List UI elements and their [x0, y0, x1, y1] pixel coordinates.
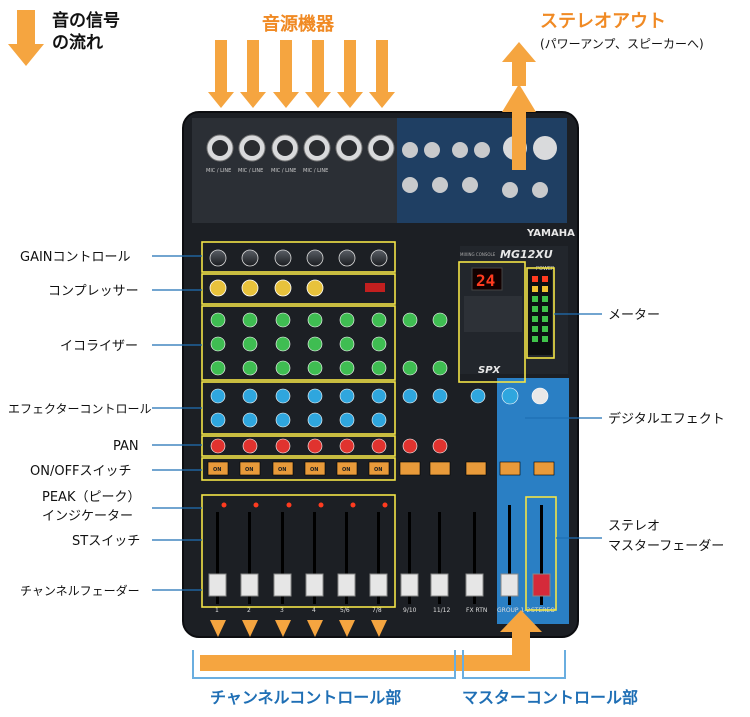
eq-knobs [210, 312, 448, 376]
level-meter [532, 276, 548, 342]
highlight-boxes [201, 241, 557, 611]
leader-lines-left [152, 255, 202, 591]
label-effect-control: エフェクターコントロール [8, 402, 152, 416]
stereo-out-label: ステレオアウト [540, 11, 666, 32]
right-labels: メーター デジタルエフェクト ステレオ マスターフェーダー [608, 308, 725, 554]
svg-text:ON: ON [213, 467, 221, 473]
input-arrow-icon [369, 40, 395, 108]
svg-text:FX RTN: FX RTN [466, 607, 487, 614]
meter-highlight [526, 267, 555, 359]
peak-leds [221, 502, 388, 508]
stereo-out-sub-label: (パワーアンプ、スピーカーへ) [540, 37, 704, 51]
signal-flow-title-1: 音の信号 [52, 10, 120, 31]
compressor-highlight [201, 273, 396, 305]
input-arrow-icon [208, 40, 234, 108]
input-arrow-icon [240, 40, 266, 108]
fx-display-value: 24 [476, 271, 495, 290]
pan-highlight [201, 435, 396, 457]
svg-text:ON: ON [374, 467, 382, 473]
label-on-off: ON/OFFスイッチ [30, 464, 132, 479]
fx-highlight [458, 261, 526, 383]
svg-text:7/8: 7/8 [372, 607, 382, 614]
eq-highlight [201, 305, 396, 381]
input-arrow-icon [273, 40, 299, 108]
svg-text:5/6: 5/6 [340, 607, 350, 614]
master-section-label: マスターコントロール部 [462, 688, 638, 707]
svg-text:ON: ON [278, 467, 286, 473]
brand-logo: YAMAHA [526, 228, 575, 239]
on-switch-labels: ON ON ON ON ON ON [213, 467, 382, 473]
channel-faders [208, 505, 551, 605]
label-stereo-2: マスターフェーダー [608, 539, 724, 554]
signal-flow-arrow-icon [8, 10, 44, 66]
input-jacks [206, 134, 557, 198]
svg-text:MIC / LINE: MIC / LINE [238, 168, 263, 174]
left-labels: GAINコントロール コンプレッサー イコライザー エフェクターコントロール P… [8, 250, 152, 598]
label-meter: メーター [608, 308, 660, 323]
svg-text:9/10: 9/10 [403, 607, 417, 614]
compressor-knobs [209, 279, 385, 297]
label-peak-2: インジケーター [42, 509, 133, 524]
gain-highlight [201, 241, 396, 273]
input-arrow-icon [305, 40, 331, 108]
label-channel-fader: チャンネルフェーダー [20, 583, 140, 598]
spx-logo: SPX [478, 365, 502, 376]
label-pan: PAN [113, 439, 139, 454]
svg-text:1: 1 [215, 607, 219, 614]
svg-text:ON: ON [310, 467, 318, 473]
svg-text:MIC / LINE: MIC / LINE [206, 168, 231, 174]
model-sub: MIXING CONSOLE [460, 252, 496, 257]
on-switches [207, 461, 555, 476]
input-arrow-icon [337, 40, 363, 108]
svg-text:4: 4 [312, 607, 316, 614]
fx-display [471, 267, 503, 291]
input-captions: MIC / LINE MIC / LINE MIC / LINE MIC / L… [206, 168, 328, 174]
section-brackets [192, 650, 566, 679]
model-name: MG12XU [500, 248, 553, 261]
source-input-arrows [208, 40, 395, 108]
bottom-flow-arrows [200, 610, 542, 671]
svg-text:3: 3 [280, 607, 284, 614]
master-fader-highlight [525, 496, 557, 611]
svg-text:2: 2 [247, 607, 251, 614]
channel-section-label: チャンネルコントロール部 [210, 688, 401, 707]
label-peak-1: PEAK（ピーク） [42, 490, 140, 505]
effect-knobs [210, 387, 549, 428]
svg-text:MIC / LINE: MIC / LINE [271, 168, 296, 174]
svg-text:ON: ON [245, 467, 253, 473]
power-label: POWER [536, 266, 555, 272]
label-eq: イコライザー [60, 339, 138, 354]
label-digital-effect: デジタルエフェクト [608, 411, 725, 427]
gain-knobs [209, 249, 388, 267]
label-gain: GAINコントロール [20, 250, 131, 265]
svg-text:ON: ON [342, 467, 350, 473]
on-highlight [201, 457, 396, 481]
svg-text:MIC / LINE: MIC / LINE [303, 168, 328, 174]
leader-lines-right [525, 313, 602, 539]
svg-text:GROUP 1-2: GROUP 1-2 [497, 607, 530, 614]
stereo-out-arrows [502, 42, 536, 170]
svg-text:11/12: 11/12 [433, 607, 450, 614]
label-compressor: コンプレッサー [48, 284, 139, 299]
source-label: 音源機器 [262, 13, 335, 35]
signal-flow-title-2: の流れ [52, 32, 103, 53]
fader-highlight [201, 494, 396, 608]
label-stereo-1: ステレオ [608, 519, 660, 534]
pan-knobs [210, 438, 448, 454]
label-st-switch: STスイッチ [72, 534, 140, 549]
